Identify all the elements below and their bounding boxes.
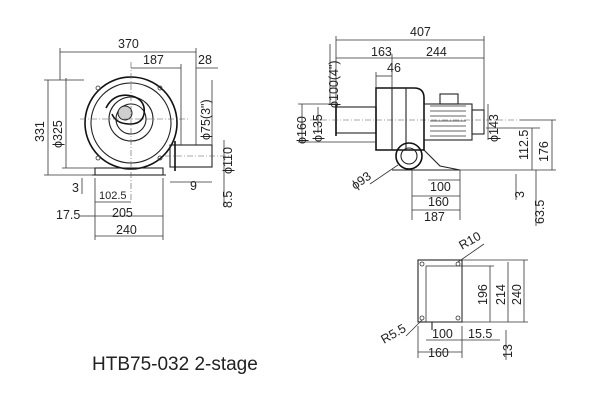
front-dim-base-mid: 205 [112, 206, 133, 220]
front-impeller-hub [105, 94, 146, 125]
base-mount-hole [419, 315, 425, 321]
side-dim-base-160: 160 [428, 195, 449, 209]
base-mount-hole [455, 261, 461, 267]
model-title: HTB75-032 2-stage [92, 354, 258, 375]
front-dim-casing-dia: ϕ325 [51, 120, 65, 148]
side-dim-height-total: 176 [537, 141, 551, 162]
front-bolt [157, 155, 163, 161]
side-outlet-flange [395, 142, 423, 170]
side-dim-overall-length: 407 [410, 25, 431, 39]
front-dim-overall-width: 370 [118, 37, 139, 51]
front-dim-outlet-drop: 8.5 [221, 191, 235, 208]
side-blower-body [375, 87, 425, 151]
side-dim-base-offset: 3 [513, 191, 527, 198]
front-bolt [95, 155, 101, 161]
base-dim-outer-w: 160 [428, 346, 449, 360]
side-dim-base-100: 100 [430, 180, 451, 194]
front-dim-height: 331 [33, 121, 47, 142]
base-dim-hole-radius: R5.5 [379, 321, 409, 346]
front-hub-center [117, 105, 133, 121]
base-view: R10 R5.5 196 214 240 100 15.5 160 13 [379, 229, 528, 360]
front-view: 370 187 28 331 ϕ325 ϕ75(3") ϕ110 3 9 8.5 [33, 37, 235, 240]
base-dim-outer-h: 240 [510, 284, 524, 305]
front-dim-base-left: 17.5 [56, 208, 80, 222]
side-motor [423, 103, 473, 141]
front-dim-outlet-gap: 9 [190, 179, 197, 193]
front-dim-base-offset: 3 [72, 181, 79, 195]
front-dim-flange-dia: ϕ110 [221, 147, 235, 174]
base-plate-inner [425, 265, 463, 323]
side-view: 407 163 244 46 ϕ100(4") ϕ160 ϕ135 ϕ143 1… [295, 25, 556, 226]
front-dim-outlet-offset: 28 [198, 53, 212, 67]
base-dim-offset: 15.5 [468, 327, 492, 341]
front-bolt [157, 85, 163, 91]
front-dim-outlet-dia: ϕ75(3") [199, 99, 213, 140]
side-dim-base-187: 187 [424, 210, 445, 224]
side-terminal-box [439, 93, 459, 105]
base-dim-thickness: 13 [501, 344, 515, 358]
base-dim-mid-h: 214 [494, 284, 508, 305]
side-dim-inner-dia: ϕ135 [311, 114, 325, 142]
base-plate-outline [417, 259, 463, 323]
front-dim-base-total: 240 [116, 223, 137, 237]
side-motor-cap [471, 109, 485, 135]
side-dim-body-length: 163 [371, 45, 392, 59]
side-dim-base-height: 63.5 [533, 200, 547, 224]
side-dim-inlet-dia: ϕ100(4") [327, 60, 341, 108]
base-dim-inner-h: 196 [476, 284, 490, 305]
side-dim-inlet-length: 46 [387, 61, 401, 75]
front-dim-base-inner: 102.5 [99, 190, 127, 202]
side-dim-motor-length: 244 [426, 45, 447, 59]
front-bolt [95, 85, 101, 91]
base-mount-hole [455, 315, 461, 321]
base-mount-hole [419, 261, 425, 267]
base-dim-corner-radius: R10 [457, 229, 484, 253]
side-dim-outer-dia: ϕ160 [295, 116, 309, 144]
front-dim-half-width: 187 [143, 53, 164, 67]
side-dim-height-low: 112.5 [517, 130, 531, 160]
base-dim-inner-w: 100 [432, 327, 453, 341]
side-dim-outlet-dia: ϕ93 [349, 169, 374, 192]
